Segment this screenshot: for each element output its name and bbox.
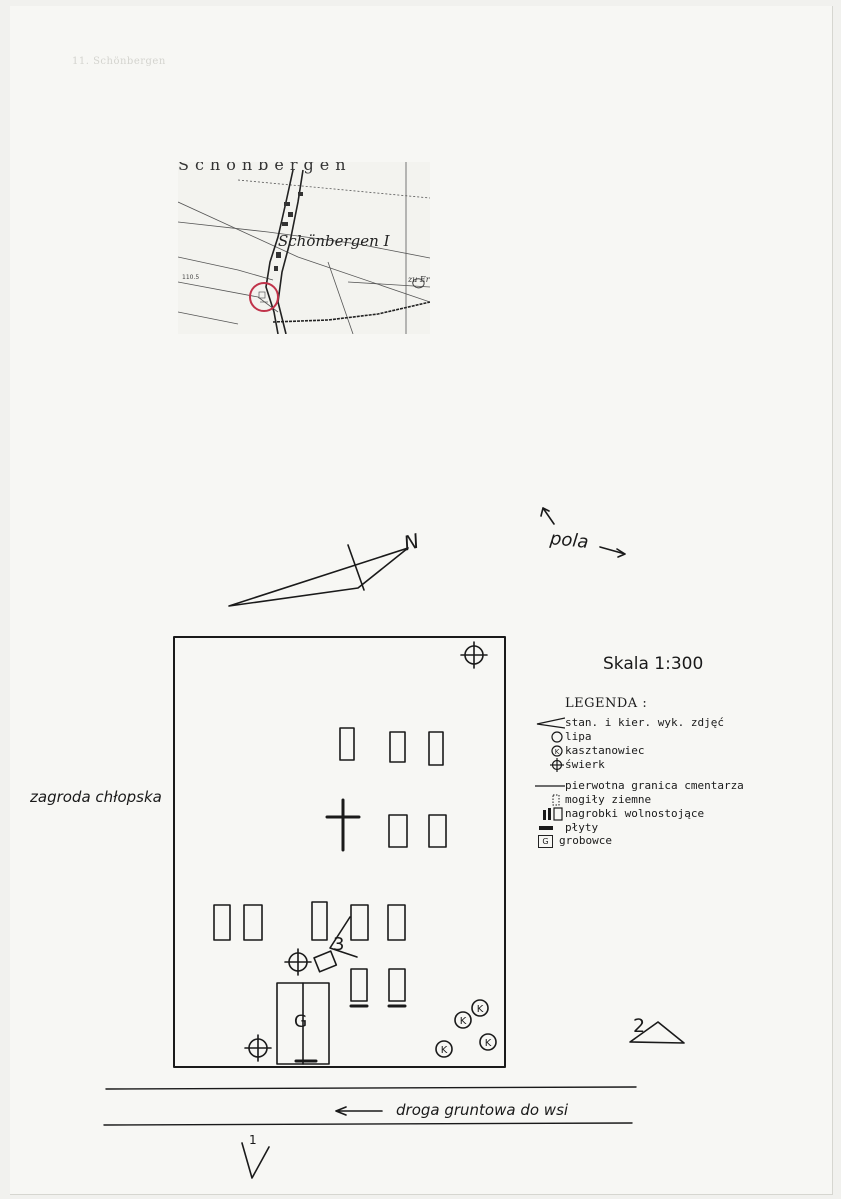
inset-map: Schönbergen Schönbergen I 110.5 zu Er — [178, 162, 430, 334]
viewpoint-1-number: 1 — [249, 1133, 257, 1147]
earth-grave-icon — [552, 794, 560, 806]
fields-label: pola — [549, 528, 590, 553]
scale-label: Skala 1:300 — [603, 654, 704, 674]
fields-arrow-right-icon — [599, 546, 626, 558]
headstone — [387, 904, 406, 941]
viewpoint-2-icon — [629, 1021, 685, 1044]
cemetery-boundary — [173, 636, 506, 1068]
viewpoint-2-number: 2 — [633, 1015, 646, 1037]
header-note: 11. Schönbergen — [72, 56, 166, 67]
slab-icon — [539, 826, 553, 830]
headstone — [311, 901, 328, 941]
fields-arrow-up-icon — [540, 507, 555, 525]
headstone-icon — [543, 807, 563, 821]
headstone — [243, 904, 263, 941]
cross-icon — [325, 798, 361, 852]
svg-text:K: K — [555, 748, 560, 756]
headstone — [428, 731, 444, 766]
headstone — [339, 727, 355, 761]
chestnut-circle-icon — [479, 1033, 497, 1051]
map-height-value: 110.5 — [182, 274, 200, 281]
viewpoint-3-icon — [329, 916, 358, 958]
boundary-line-icon — [535, 785, 565, 787]
spruce-cross-icon — [244, 1034, 272, 1062]
headstone — [213, 904, 231, 941]
spruce-cross-icon — [550, 758, 564, 772]
chestnut-circle-icon — [471, 999, 489, 1017]
chestnut-letter: K — [460, 1016, 467, 1027]
north-arrow-stroke — [347, 544, 365, 591]
road-line-bottom — [103, 1122, 633, 1126]
legend-title: LEGENDA : — [565, 696, 648, 711]
fallen-headstone — [313, 950, 338, 973]
road-arrow-icon — [335, 1106, 383, 1116]
spruce-cross-icon — [460, 641, 488, 669]
map-right-label: zu Er — [408, 275, 430, 284]
map-place-top: Schönbergen — [178, 162, 352, 174]
headstone — [388, 968, 406, 1002]
headstone — [428, 814, 447, 848]
headstone — [350, 904, 369, 941]
headstone — [388, 814, 408, 848]
chestnut-circle-icon: K — [551, 745, 563, 757]
tomb-box-icon: G — [538, 835, 553, 848]
spruce-cross-icon — [284, 948, 312, 976]
chestnut-letter: K — [485, 1038, 492, 1049]
chestnut-letter: K — [441, 1045, 448, 1056]
tomb-letter: G — [294, 1012, 308, 1032]
map-town-label: Schönbergen I — [278, 232, 390, 250]
road-line-top — [105, 1086, 637, 1090]
headstone — [389, 731, 406, 763]
viewpoint-arrow-icon — [536, 717, 565, 729]
chestnut-circle-icon — [435, 1040, 453, 1058]
viewpoint-3-number: 3 — [333, 934, 345, 955]
linden-circle-icon — [551, 731, 563, 743]
inset-map-lines — [178, 162, 430, 334]
headstone — [350, 968, 368, 1002]
north-arrow-icon — [228, 547, 409, 607]
viewpoint-1-icon — [241, 1142, 270, 1179]
chestnut-circle-icon — [454, 1011, 472, 1029]
road-label: droga gruntowa do wsi — [396, 1101, 569, 1119]
farm-label: zagroda chłopska — [30, 788, 162, 806]
chestnut-letter: K — [477, 1004, 484, 1015]
